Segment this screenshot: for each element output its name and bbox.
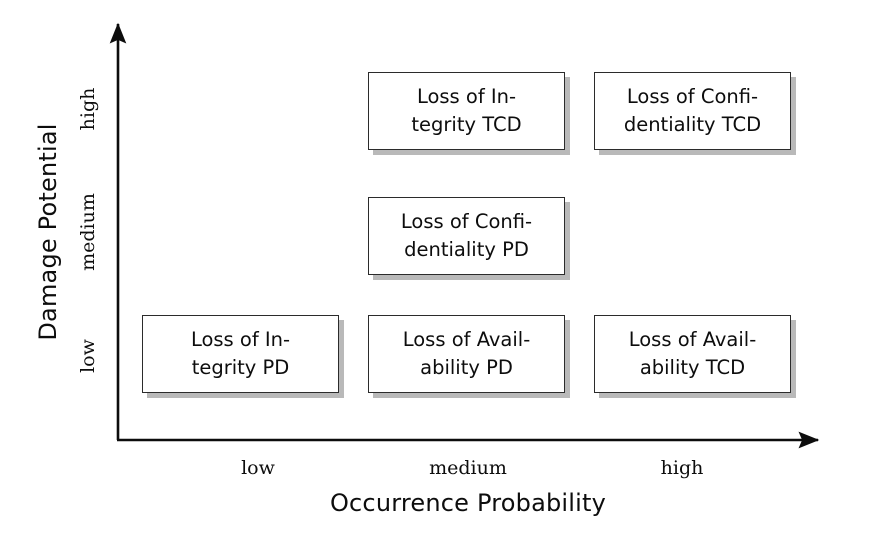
y-axis-tick-medium: medium — [77, 193, 99, 271]
risk-cell-line-1: Loss of Avail- — [402, 328, 531, 352]
x-axis-tick-medium: medium — [429, 457, 507, 479]
risk-cell-line-2: ability TCD — [639, 356, 746, 379]
risk-cell-line-1: Loss of Confi- — [626, 85, 759, 109]
x-axis-tick-low: low — [241, 457, 275, 479]
risk-cell-loss-of-integrity-pd[interactable]: Loss of In- tegrity PD — [142, 315, 339, 393]
risk-cell-loss-of-confidentiality-pd[interactable]: Loss of Confi- dentiality PD — [368, 197, 565, 275]
x-axis-tick-high: high — [660, 457, 704, 479]
risk-cell-loss-of-availability-pd[interactable]: Loss of Avail- ability PD — [368, 315, 565, 393]
risk-cell-loss-of-availability-tcd[interactable]: Loss of Avail- ability TCD — [594, 315, 791, 393]
risk-cell-line-2: dentiality TCD — [623, 113, 762, 136]
x-axis-title: Occurrence Probability — [329, 489, 607, 517]
risk-cell-line-1: Loss of Avail- — [628, 328, 757, 352]
y-axis-title: Damage Potential — [34, 123, 62, 341]
risk-cell-loss-of-integrity-tcd[interactable]: Loss of In- tegrity TCD — [368, 72, 565, 150]
y-axis-tick-low: low — [77, 339, 99, 373]
risk-cell-line-2: tegrity PD — [191, 356, 290, 379]
risk-cell-line-1: Loss of Confi- — [400, 210, 533, 234]
risk-cell-loss-of-confidentiality-tcd[interactable]: Loss of Confi- dentiality TCD — [594, 72, 791, 150]
risk-cell-line-2: tegrity TCD — [411, 113, 522, 136]
risk-cell-line-1: Loss of In- — [190, 328, 291, 352]
y-axis-tick-high: high — [77, 87, 99, 131]
risk-cell-line-2: ability PD — [420, 356, 513, 379]
risk-cell-line-1: Loss of In- — [416, 85, 517, 109]
risk-cell-line-2: dentiality PD — [404, 238, 529, 261]
